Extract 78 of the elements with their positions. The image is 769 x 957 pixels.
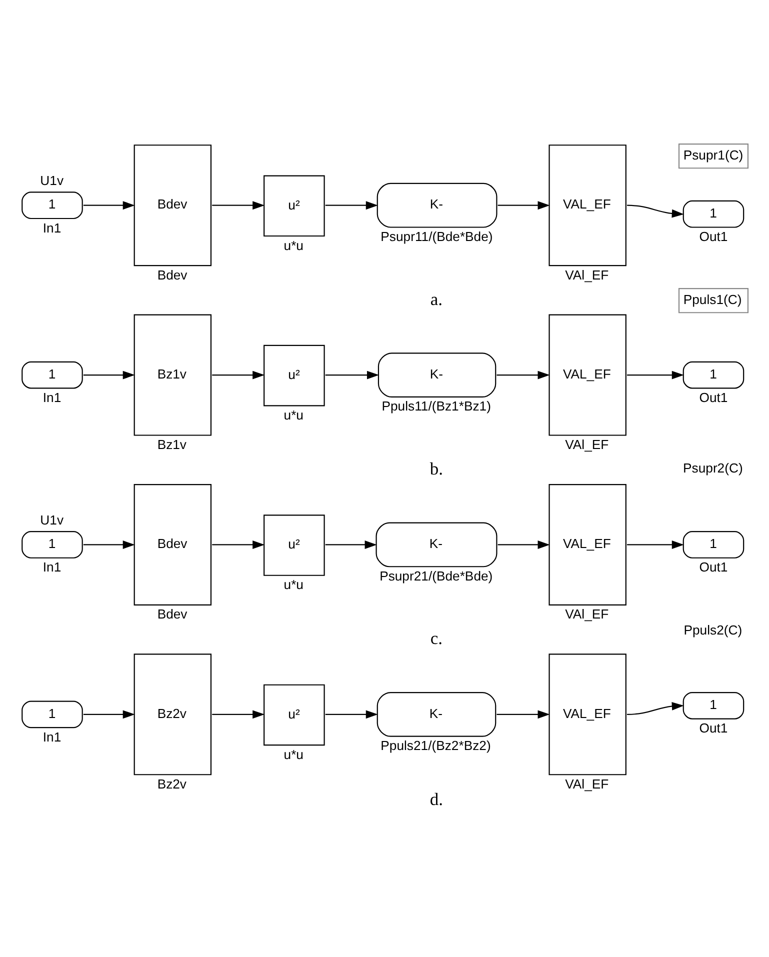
node-box: 1: [22, 361, 83, 389]
node-box: K-: [376, 692, 496, 737]
label: Ppuls2(C): [684, 622, 742, 638]
node-box: 1: [682, 692, 744, 720]
node-label: VAl_EF: [565, 606, 609, 622]
label: d.: [430, 789, 444, 810]
node-box: u²: [264, 175, 325, 237]
arrow: [626, 702, 684, 715]
node-box: Bdev: [134, 484, 212, 606]
arrow: [212, 201, 265, 210]
node-box: VAL_EF: [548, 654, 626, 776]
node-box: 1: [682, 531, 744, 558]
label: Psupr2(C): [683, 460, 743, 476]
node-label: Out1: [699, 560, 728, 575]
arrow: [496, 710, 550, 719]
node-box: 1: [22, 531, 83, 558]
node-label: U1v: [40, 512, 64, 528]
arrow: [626, 204, 684, 218]
node-label: Bdev: [157, 606, 188, 622]
arrow: [212, 540, 265, 549]
node-box: 1: [22, 700, 83, 728]
node-label: Bz1v: [157, 437, 187, 452]
arrow: [325, 540, 377, 549]
node-box: K-: [376, 522, 498, 568]
label: b.: [430, 458, 444, 478]
node-box: VAL_EF: [548, 314, 626, 436]
node-label: Psupr11/(Bde*Bde): [380, 229, 493, 244]
node-label: VAl_EF: [565, 776, 609, 792]
arrow: [496, 370, 550, 380]
node-label: Ppuls11/(Bz1*Bz1): [382, 398, 491, 414]
arrow: [498, 201, 550, 210]
node-label: u*u: [284, 238, 304, 253]
node-box: 1: [22, 192, 83, 220]
node-label: In1: [42, 560, 62, 575]
arrow: [83, 370, 135, 380]
node-label: u*u: [284, 577, 304, 592]
node-box: 1: [682, 361, 744, 389]
node-box: u²: [264, 514, 325, 576]
arrow: [325, 710, 378, 719]
node-box: Ppuls1(C): [678, 288, 749, 314]
node-box: Psupr1(C): [678, 144, 749, 169]
node-box: Bz2v: [134, 654, 212, 776]
node-label: VAl_EF: [565, 437, 609, 452]
arrow: [212, 370, 265, 380]
node-label: Ppuls21/(Bz2*Bz2): [380, 738, 491, 754]
arrow: [212, 710, 265, 719]
node-label: U1v: [40, 173, 64, 188]
label: c.: [430, 628, 443, 648]
node-box: K-: [378, 352, 496, 398]
node-label: u*u: [284, 746, 304, 762]
node-box: u²: [264, 344, 325, 406]
node-box: 1: [682, 200, 744, 228]
node-label: Out1: [699, 390, 728, 405]
arrow: [627, 370, 684, 380]
node-box: Bz1v: [134, 314, 212, 436]
node-label: u*u: [284, 407, 304, 422]
node-label: Bz2v: [157, 776, 187, 792]
node-label: Psupr21/(Bde*Bde): [380, 568, 493, 584]
label: a.: [430, 288, 443, 309]
node-box: VAL_EF: [548, 144, 626, 266]
node-box: u²: [264, 684, 325, 746]
node-box: VAL_EF: [548, 484, 626, 606]
arrow: [325, 201, 378, 210]
node-label: Out1: [699, 720, 728, 736]
node-label: In1: [42, 729, 62, 744]
arrow: [498, 540, 550, 549]
node-label: Bdev: [157, 267, 188, 282]
arrow: [83, 540, 135, 549]
node-label: In1: [42, 390, 62, 405]
arrow: [83, 710, 135, 719]
arrow: [325, 370, 380, 380]
node-box: K-: [376, 182, 498, 228]
node-label: VAl_EF: [565, 267, 609, 282]
node-label: Out1: [699, 229, 728, 244]
node-box: Bdev: [134, 144, 212, 266]
arrow: [83, 201, 135, 210]
arrow: [627, 540, 684, 549]
node-label: In1: [42, 220, 62, 236]
